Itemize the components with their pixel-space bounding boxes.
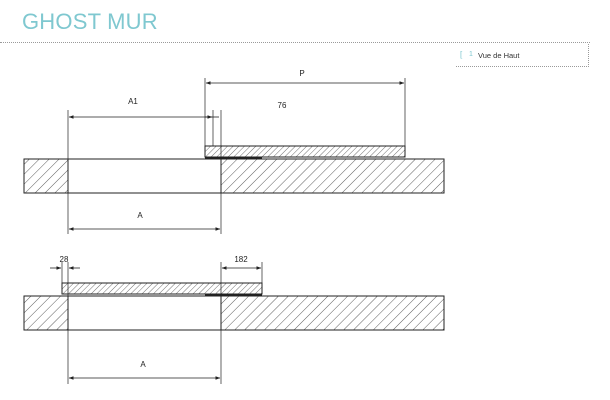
top-wall-right [220,158,445,194]
dim-label-A1: A1 [128,97,138,106]
view-number: 1 [469,51,473,58]
dim-label-28: 28 [60,255,69,264]
top-wall-opening [67,158,222,194]
dim-label-A: A [140,360,146,369]
dim-label-A: A [137,211,143,220]
title-divider [0,42,590,43]
dim-label-76: 76 [278,101,287,110]
view-bracket: [ [460,50,463,59]
view-label-box: [ 1 Vue de Haut [456,44,589,67]
bottom-sliding-panel [61,282,263,295]
top-drawing: P A1 76 A [23,69,445,234]
bottom-wall-right [220,295,445,331]
bottom-wall-opening [67,295,222,331]
page-title: GHOST MUR [22,9,158,34]
top-sliding-panel [204,145,406,158]
bottom-drawing: 28 182 A [23,255,445,384]
dim-label-182: 182 [234,255,248,264]
dim-label-P: P [299,69,304,78]
top-wall-left [23,158,69,194]
bottom-wall-left [23,295,69,331]
view-label: Vue de Haut [478,51,520,60]
